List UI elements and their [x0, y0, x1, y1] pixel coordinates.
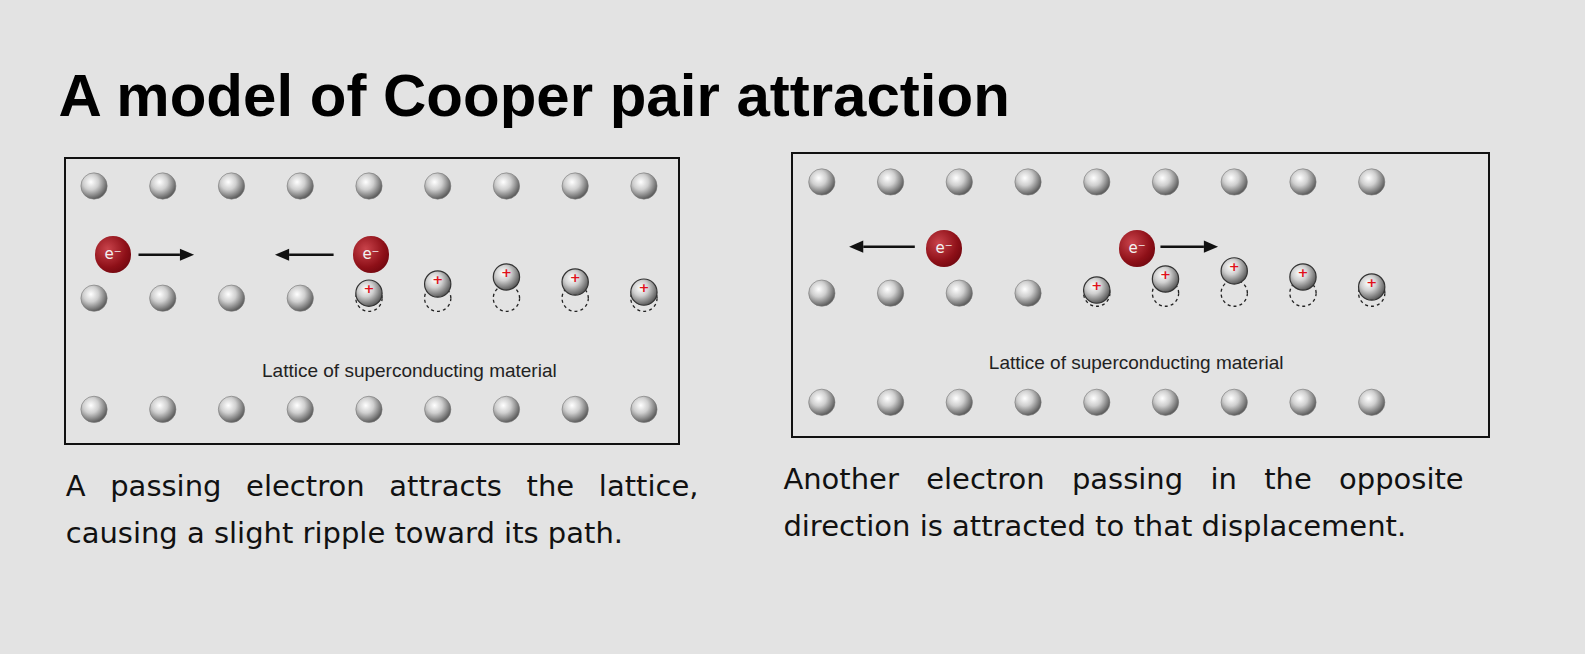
lattice-label: Lattice of superconducting material: [989, 351, 1284, 374]
lattice-ion: [631, 173, 657, 199]
lattice-ion: [1359, 169, 1385, 195]
ion-charge: +: [570, 271, 581, 284]
lattice-ion: [218, 396, 244, 422]
lattice-ion: [1290, 389, 1316, 415]
motion-arrow-head: [1204, 241, 1218, 253]
lattice-ion: [493, 173, 519, 199]
lattice-ion: [1084, 169, 1110, 195]
electron-circle: e⁻: [353, 236, 389, 272]
lattice-ion: [287, 173, 313, 199]
ion-charge: +: [1366, 276, 1377, 289]
electron-symbol: e⁻: [1129, 241, 1146, 256]
motion-arrow-head: [180, 249, 194, 261]
lattice-ion: [356, 396, 382, 422]
lattice-ion: [1015, 280, 1041, 306]
motion-arrow-shaft: [289, 253, 333, 256]
ion-charge: +: [1229, 259, 1240, 272]
lattice-ion: [218, 285, 244, 311]
displaced-ion: [1221, 258, 1247, 284]
ion-charge: +: [364, 282, 375, 295]
panel-caption: Another electron passing in the opposite…: [783, 456, 1463, 550]
ion-charge: +: [501, 265, 512, 278]
motion-arrow-shaft: [139, 253, 180, 256]
lattice-ion: [809, 280, 835, 306]
lattice-ion: [877, 169, 903, 195]
electron-symbol: e⁻: [105, 247, 122, 262]
lattice-ion: [218, 173, 244, 199]
lattice-ion: [425, 396, 451, 422]
motion-arrow-head: [275, 249, 289, 261]
displaced-ion: [631, 279, 657, 305]
lattice-ion: [809, 389, 835, 415]
displaced-ion: [1359, 274, 1385, 300]
lattice-ion: [1221, 389, 1247, 415]
lattice-ion: [1152, 389, 1178, 415]
ion-charge: +: [1091, 279, 1102, 292]
lattice-ion: [1084, 389, 1110, 415]
motion-arrow-head: [849, 241, 863, 253]
lattice-ion: [1152, 169, 1178, 195]
displaced-ion: [425, 271, 451, 297]
lattice-ion: [1015, 169, 1041, 195]
lattice-ion: [1015, 389, 1041, 415]
lattice-ion: [946, 169, 972, 195]
lattice-label: Lattice of superconducting material: [262, 360, 557, 383]
ion-charge: +: [638, 281, 649, 294]
panel-caption: A passing electron attracts the lattice,…: [66, 463, 699, 557]
lattice-ion: [493, 396, 519, 422]
lattice-ion: [356, 173, 382, 199]
electron-symbol: e⁻: [362, 247, 379, 262]
lattice-ion: [946, 389, 972, 415]
electron-circle: e⁻: [926, 230, 962, 266]
lattice-ion: [562, 396, 588, 422]
displaced-ion: [1152, 266, 1178, 292]
ion-charge: +: [1160, 267, 1171, 280]
electron-symbol: e⁻: [936, 241, 953, 256]
lattice-ion: [877, 280, 903, 306]
lattice-ion: [946, 280, 972, 306]
lattice-ion: [877, 389, 903, 415]
ion-charge: +: [432, 273, 443, 286]
displaced-ion: [493, 264, 519, 290]
lattice-panel: Lattice of superconducting materialA pas…: [64, 157, 680, 445]
motion-arrow-shaft: [1160, 245, 1203, 248]
lattice-ion: [81, 396, 107, 422]
lattice-ion: [809, 169, 835, 195]
displaced-ion: [1290, 264, 1316, 290]
electron-circle: e⁻: [1119, 230, 1155, 266]
ion-charge: +: [1298, 265, 1309, 278]
lattice-ion: [150, 396, 176, 422]
lattice-ion: [150, 285, 176, 311]
lattice-ion: [287, 285, 313, 311]
lattice-ion: [287, 396, 313, 422]
lattice-ion: [562, 173, 588, 199]
lattice-layer: [81, 169, 1385, 423]
displaced-ion: [562, 269, 588, 295]
electron-circle: e⁻: [95, 236, 131, 272]
lattice-ion: [1290, 169, 1316, 195]
motion-arrow-shaft: [863, 245, 915, 248]
displaced-ion: [356, 280, 382, 306]
lattice-ion: [425, 173, 451, 199]
lattice-panel: Lattice of superconducting materialAnoth…: [791, 152, 1491, 438]
lattice-ion: [150, 173, 176, 199]
lattice-ion: [631, 396, 657, 422]
displaced-ion: [1084, 277, 1110, 303]
lattice-ion: [1359, 389, 1385, 415]
lattice-ion: [81, 285, 107, 311]
lattice-ion: [1221, 169, 1247, 195]
diagram-title: A model of Cooper pair attraction: [59, 60, 1010, 132]
lattice-ion: [81, 173, 107, 199]
